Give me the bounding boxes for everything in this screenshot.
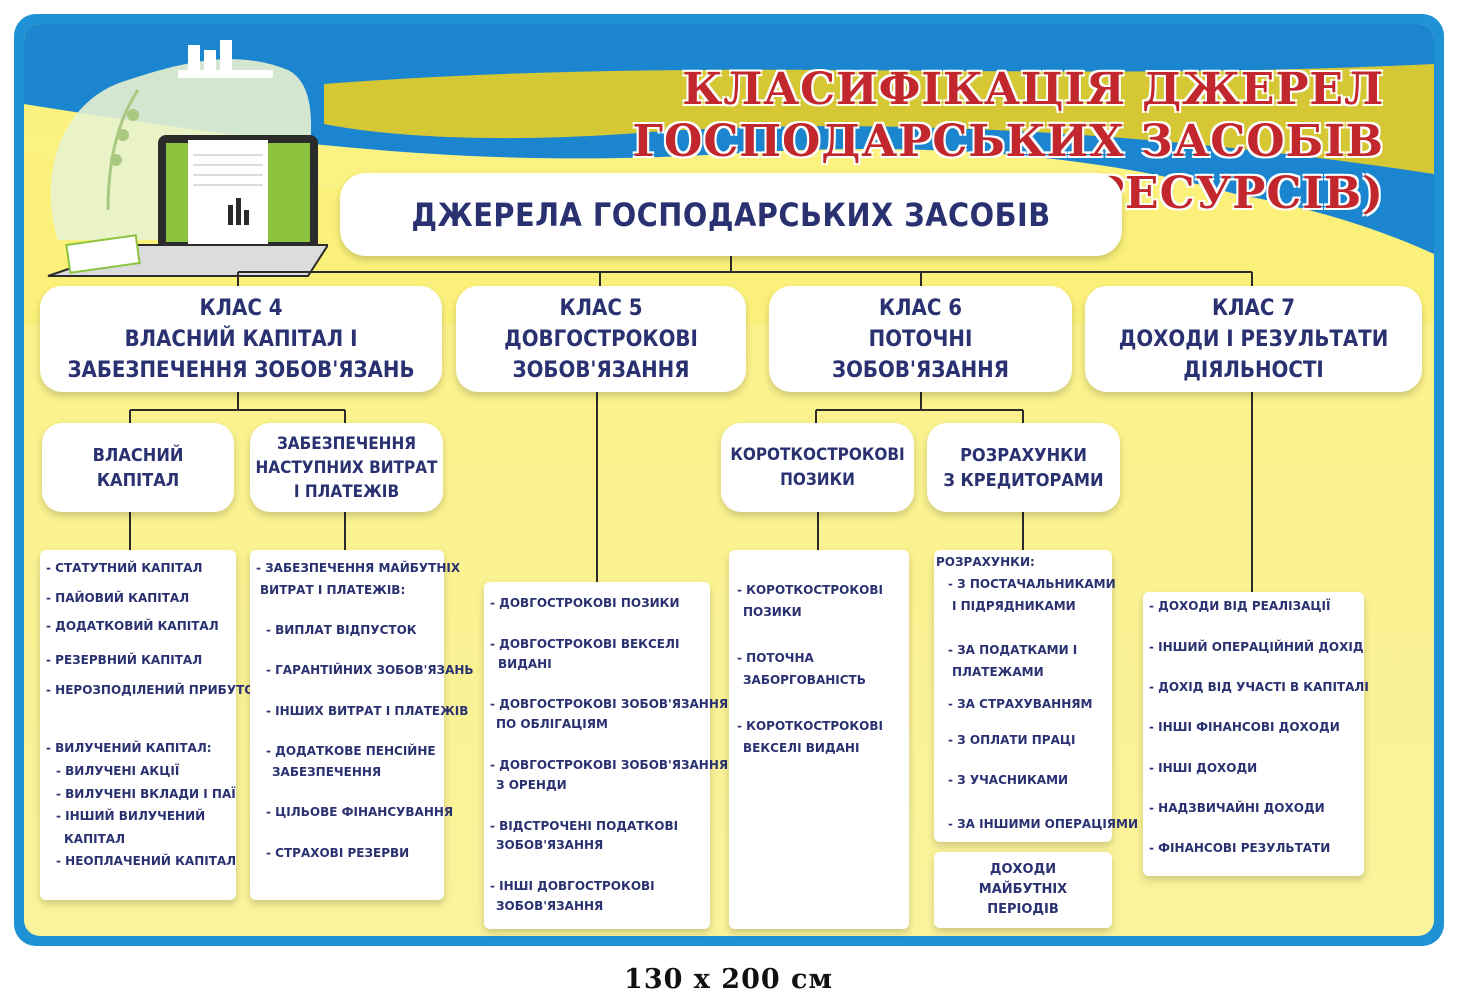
list-item: - З ОПЛАТИ ПРАЦІ — [948, 733, 1076, 747]
list-item: ЗАБОРГОВАНІСТЬ — [743, 673, 866, 687]
list-item: - ІНШИЙ ВИЛУЧЕНИЙ — [56, 809, 206, 823]
list-item: - ІНШИХ ВИТРАТ І ПЛАТЕЖІВ — [266, 704, 469, 718]
list-item: З ОРЕНДИ — [496, 778, 567, 792]
list-item: - ФІНАНСОВІ РЕЗУЛЬТАТИ — [1149, 841, 1331, 855]
sub-short-term-loans: КОРОТКОСТРОКОВІ ПОЗИКИ — [721, 423, 914, 512]
list-income: - ДОХОДИ ВІД РЕАЛІЗАЦІЇ - ІНШИЙ ОПЕРАЦІЙ… — [1143, 592, 1369, 876]
class-code: КЛАС 6 — [878, 295, 963, 321]
note-line-2: МАЙБУТНІХ — [978, 882, 1068, 897]
future-income-box: ДОХОДИ МАЙБУТНІХ ПЕРІОДІВ — [934, 852, 1112, 928]
list-item: - ЗА ПОДАТКАМИ І — [948, 643, 1078, 657]
list-item: ЗОБОВ'ЯЗАННЯ — [496, 838, 604, 852]
list-item: - ГАРАНТІЙНИХ ЗОБОВ'ЯЗАНЬ — [266, 663, 474, 677]
class-label-line-1: ПОТОЧНІ — [868, 326, 973, 352]
class-label-line-1: ДОХОДИ І РЕЗУЛЬТАТИ — [1118, 326, 1389, 352]
list-item: - ВИПЛАТ ВІДПУСТОК — [266, 623, 417, 637]
sub-label-line-1: РОЗРАХУНКИ — [960, 444, 1087, 466]
class-label-line-1: ДОВГОСТРОКОВІ — [504, 326, 698, 352]
list-item: - НАДЗВИЧАЙНІ ДОХОДИ — [1149, 801, 1325, 815]
list-item: - З УЧАСНИКАМИ — [948, 773, 1069, 787]
list-long-term: - ДОВГОСТРОКОВІ ПОЗИКИ - ДОВГОСТРОКОВІ В… — [484, 582, 729, 929]
class-code: КЛАС 5 — [559, 295, 643, 321]
list-item: - ДОХОДИ ВІД РЕАЛІЗАЦІЇ — [1149, 599, 1331, 613]
list-creditors: РОЗРАХУНКИ: - З ПОСТАЧАЛЬНИКАМИ І ПІДРЯД… — [934, 550, 1139, 842]
list-item: - НЕРОЗПОДІЛЕНИЙ ПРИБУТОК — [46, 683, 265, 697]
list-item: ЗОБОВ'ЯЗАННЯ — [496, 899, 604, 913]
list-item: - НЕОПЛАЧЕНИЙ КАПІТАЛ — [56, 854, 237, 868]
list-item: - ДОДАТКОВЕ ПЕНСІЙНЕ — [266, 744, 436, 758]
note-line-1: ДОХОДИ — [989, 862, 1057, 877]
class-label-line-2: ЗОБОВ'ЯЗАННЯ — [512, 357, 690, 383]
title-line-1: КЛАСИФІКАЦІЯ ДЖЕРЕЛ — [682, 64, 1384, 115]
sub-label-line-1: ЗАБЕЗПЕЧЕННЯ — [276, 433, 417, 454]
list-item: - ВИЛУЧЕНИЙ КАПІТАЛ: — [46, 741, 212, 755]
sub-label-line-1: ВЛАСНИЙ — [92, 444, 184, 466]
root-label: ДЖЕРЕЛА ГОСПОДАРСЬКИХ ЗАСОБІВ — [411, 195, 1051, 234]
list-item: ЗАБЕЗПЕЧЕННЯ — [272, 765, 382, 779]
sub-label-line-2: ПОЗИКИ — [780, 469, 855, 490]
list-item: - СТРАХОВІ РЕЗЕРВИ — [266, 846, 410, 860]
list-short-term-loans: - КОРОТКОСТРОКОВІ ПОЗИКИ - ПОТОЧНА ЗАБОР… — [729, 550, 909, 929]
list-item: - ІНШІ ФІНАНСОВІ ДОХОДИ — [1149, 720, 1340, 734]
class-code: КЛАС 4 — [199, 295, 283, 321]
list-item: - ПОТОЧНА — [737, 651, 814, 665]
list-item: ВЕКСЕЛІ ВИДАНІ — [743, 741, 860, 755]
list-item: - КОРОТКОСТРОКОВІ — [737, 719, 883, 733]
list-item: - З ПОСТАЧАЛЬНИКАМИ — [948, 577, 1116, 591]
laptop-illustration — [47, 40, 328, 277]
list-item: - ІНШІ ДОВГОСТРОКОВІ — [490, 879, 655, 893]
sub-label-line-2: НАСТУПНИХ ВИТРАТ — [255, 457, 438, 478]
class-code: КЛАС 7 — [1211, 295, 1296, 321]
sub-label-line-2: КАПІТАЛ — [96, 469, 180, 491]
list-item: - ПАЙОВИЙ КАПІТАЛ — [46, 591, 190, 605]
list-item: - ВІДСТРОЧЕНІ ПОДАТКОВІ — [490, 819, 679, 833]
list-item: ВИТРАТ І ПЛАТЕЖІВ: — [260, 583, 406, 597]
sub-label-line-1: КОРОТКОСТРОКОВІ — [730, 444, 905, 465]
class-7-node: КЛАС 7 ДОХОДИ І РЕЗУЛЬТАТИ ДІЯЛЬНОСТІ — [1085, 286, 1422, 392]
list-item: - ІНШИЙ ОПЕРАЦІЙНИЙ ДОХІД — [1149, 640, 1364, 654]
class-label-line-2: ЗАБЕЗПЕЧЕННЯ ЗОБОВ'ЯЗАНЬ — [67, 357, 415, 383]
list-provisions: - ЗАБЕЗПЕЧЕННЯ МАЙБУТНІХ ВИТРАТ І ПЛАТЕЖ… — [250, 550, 474, 900]
list-item: ПЛАТЕЖАМИ — [952, 665, 1044, 679]
list-item: ВИДАНІ — [498, 657, 552, 671]
class-6-node: КЛАС 6 ПОТОЧНІ ЗОБОВ'ЯЗАННЯ — [769, 286, 1072, 392]
class-4-node: КЛАС 4 ВЛАСНИЙ КАПІТАЛ І ЗАБЕЗПЕЧЕННЯ ЗО… — [40, 286, 442, 392]
list-item: - ДОВГОСТРОКОВІ ЗОБОВ'ЯЗАННЯ — [490, 697, 729, 711]
list-item: - ЦІЛЬОВЕ ФІНАНСУВАННЯ — [266, 805, 454, 819]
size-label: 130 х 200 см — [624, 964, 833, 995]
sub-own-capital: ВЛАСНИЙ КАПІТАЛ — [42, 423, 234, 512]
list-item: І ПІДРЯДНИКАМИ — [952, 599, 1076, 613]
list-item: - ДОВГОСТРОКОВІ ЗОБОВ'ЯЗАННЯ — [490, 758, 729, 772]
list-item: - ДОВГОСТРОКОВІ ПОЗИКИ — [490, 596, 680, 610]
class-label-line-2: ЗОБОВ'ЯЗАННЯ — [832, 357, 1009, 383]
list-item: - ЗАБЕЗПЕЧЕННЯ МАЙБУТНІХ — [256, 561, 461, 575]
sub-provisions: ЗАБЕЗПЕЧЕННЯ НАСТУПНИХ ВИТРАТ І ПЛАТЕЖІВ — [250, 423, 443, 512]
list-item: - РЕЗЕРВНИЙ КАПІТАЛ — [46, 653, 203, 667]
class-label-line-2: ДІЯЛЬНОСТІ — [1183, 357, 1324, 383]
list-item: - ВИЛУЧЕНІ ВКЛАДИ І ПАЇ — [56, 787, 236, 801]
class-5-node: КЛАС 5 ДОВГОСТРОКОВІ ЗОБОВ'ЯЗАННЯ — [456, 286, 746, 392]
list-item: - ДОХІД ВІД УЧАСТІ В КАПІТАЛІ — [1149, 680, 1369, 694]
list-item: - КОРОТКОСТРОКОВІ — [737, 583, 883, 597]
list-item: - ЗА СТРАХУВАННЯМ — [948, 697, 1093, 711]
list-item: ПОЗИКИ — [743, 605, 802, 619]
list-item: - ДОВГОСТРОКОВІ ВЕКСЕЛІ — [490, 637, 680, 651]
list-item: - ІНШІ ДОХОДИ — [1149, 761, 1258, 775]
list-item: - ЗА ІНШИМИ ОПЕРАЦІЯМИ — [948, 817, 1139, 831]
list-item: - СТАТУТНИЙ КАПІТАЛ — [46, 561, 203, 575]
list-item: - ДОДАТКОВИЙ КАПІТАЛ — [46, 619, 219, 633]
sub-label-line-3: І ПЛАТЕЖІВ — [293, 481, 400, 502]
sub-label-line-2: З КРЕДИТОРАМИ — [943, 469, 1104, 491]
class-label-line-1: ВЛАСНИЙ КАПІТАЛ І — [124, 326, 358, 352]
shelf-icon — [178, 70, 273, 78]
note-line-3: ПЕРІОДІВ — [987, 902, 1059, 917]
list-item: РОЗРАХУНКИ: — [936, 555, 1035, 569]
sub-creditors: РОЗРАХУНКИ З КРЕДИТОРАМИ — [927, 423, 1120, 512]
list-item: - ВИЛУЧЕНІ АКЦІЇ — [56, 764, 180, 778]
list-item: ПО ОБЛІГАЦІЯМ — [496, 717, 608, 731]
list-own-capital: - СТАТУТНИЙ КАПІТАЛ - ПАЙОВИЙ КАПІТАЛ - … — [40, 550, 265, 900]
root-node: ДЖЕРЕЛА ГОСПОДАРСЬКИХ ЗАСОБІВ — [340, 173, 1122, 256]
list-item: КАПІТАЛ — [64, 832, 126, 846]
